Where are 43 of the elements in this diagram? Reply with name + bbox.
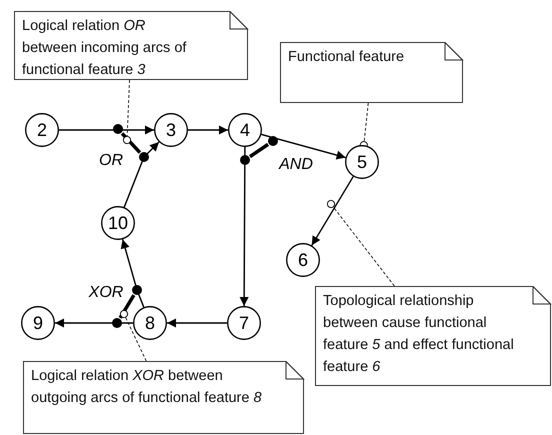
- node-number: 2: [36, 120, 48, 140]
- arrow: [167, 318, 227, 328]
- node-number: 3: [164, 120, 177, 140]
- note-box: [315, 286, 551, 386]
- node-number: 6: [296, 250, 309, 270]
- note-text: Functional feature: [288, 48, 406, 67]
- node-circle: [133, 306, 167, 340]
- leader-line: [120, 310, 147, 362]
- node-circle: [228, 113, 262, 147]
- note-box: [14, 11, 248, 80]
- gate-label: AND: [279, 156, 313, 174]
- node-circle: [21, 306, 55, 340]
- arrow: [120, 239, 144, 308]
- node-circle: [25, 113, 59, 147]
- arrow: [59, 126, 154, 134]
- node-number: 4: [238, 120, 251, 140]
- node-number: 7: [238, 313, 250, 333]
- node-number: 9: [32, 313, 44, 333]
- arrow: [240, 147, 249, 306]
- logic-gate-bar: [120, 132, 142, 154]
- node-circle: [345, 145, 379, 179]
- node-circle: [286, 243, 320, 277]
- node-circle: [101, 206, 135, 240]
- arrow: [55, 318, 133, 328]
- arrow: [311, 176, 354, 246]
- note-text: Logical relation XOR between outgoing arcs of functional feature 8: [31, 367, 263, 408]
- arrow: [261, 134, 346, 160]
- node-circle: [154, 113, 188, 147]
- leader-line: [326, 200, 395, 286]
- leader-line: [122, 80, 132, 144]
- logic-gate-bar: [248, 142, 270, 158]
- gate-label: XOR: [88, 284, 124, 302]
- note-box: [23, 361, 304, 434]
- node-number: 5: [356, 152, 368, 172]
- node-circle: [227, 306, 261, 340]
- arrow: [188, 126, 228, 134]
- gate-label: OR: [99, 152, 123, 170]
- node-number: 10: [106, 213, 130, 233]
- node-number: 8: [144, 313, 156, 333]
- arrow: [124, 142, 160, 208]
- note-box: [280, 42, 463, 103]
- note-text: Logical relation OR between incoming arcs of functional feature 3: [22, 17, 188, 80]
- note-text: Topological relationship between cause functional feature 5 and effect functional feature 6: [323, 292, 515, 377]
